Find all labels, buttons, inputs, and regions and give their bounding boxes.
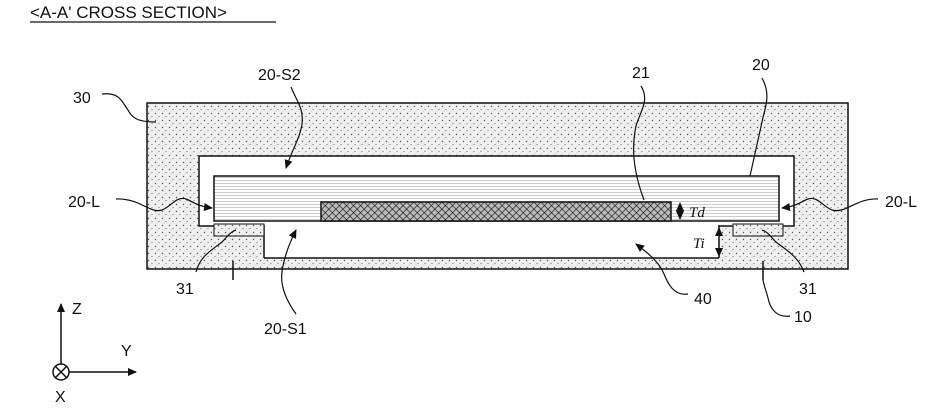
axis-y-label: Y (121, 343, 132, 360)
section-title: <A-A' CROSS SECTION> (30, 3, 227, 22)
label-30: 30 (73, 90, 91, 107)
label-20-l-right: 20-L (885, 194, 917, 211)
axis-z-label: Z (72, 301, 82, 318)
label-20-s1: 20-S1 (264, 321, 307, 338)
label-31-right: 31 (799, 281, 817, 298)
label-20: 20 (752, 57, 770, 74)
support-31-right (733, 224, 783, 236)
axis-x-label: X (55, 389, 66, 406)
die-21 (321, 202, 671, 221)
leader-10 (763, 280, 790, 316)
label-10: 10 (794, 309, 812, 326)
label-ti: Ti (693, 236, 705, 252)
label-21: 21 (632, 65, 650, 82)
label-20-s2: 20-S2 (258, 67, 301, 84)
label-20-l-left: 20-L (68, 194, 100, 211)
label-td: Td (689, 205, 705, 221)
cavity-40 (264, 225, 719, 258)
label-31-left: 31 (176, 281, 194, 298)
support-31-left (214, 224, 264, 236)
label-40: 40 (694, 291, 712, 308)
